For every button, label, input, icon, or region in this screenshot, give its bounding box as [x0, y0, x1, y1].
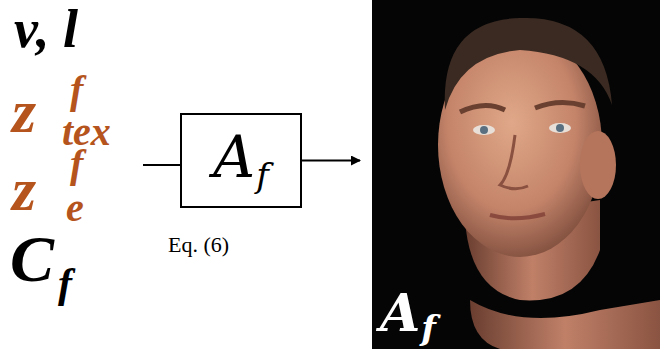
arrow-connector: [302, 160, 360, 162]
superscript: f: [70, 70, 83, 110]
rendered-image: Af: [372, 0, 660, 349]
input-line: [143, 164, 180, 166]
latent-symbol: z: [12, 158, 36, 220]
subscript: e: [66, 188, 84, 228]
module-symbol: A: [380, 287, 420, 339]
module-symbol: A: [213, 128, 255, 186]
subscript: f: [58, 262, 72, 304]
view-light-symbol: v, l: [14, 2, 78, 56]
module-box: Af: [180, 113, 302, 208]
module-subscript: f: [421, 311, 436, 345]
subscript: tex: [62, 112, 111, 152]
equation-ref: Eq. (6): [168, 234, 229, 256]
latent-symbol: z: [12, 80, 36, 142]
superscript: f: [70, 144, 83, 184]
module-subscript: f: [256, 158, 269, 192]
camera-symbol: C: [10, 226, 54, 292]
